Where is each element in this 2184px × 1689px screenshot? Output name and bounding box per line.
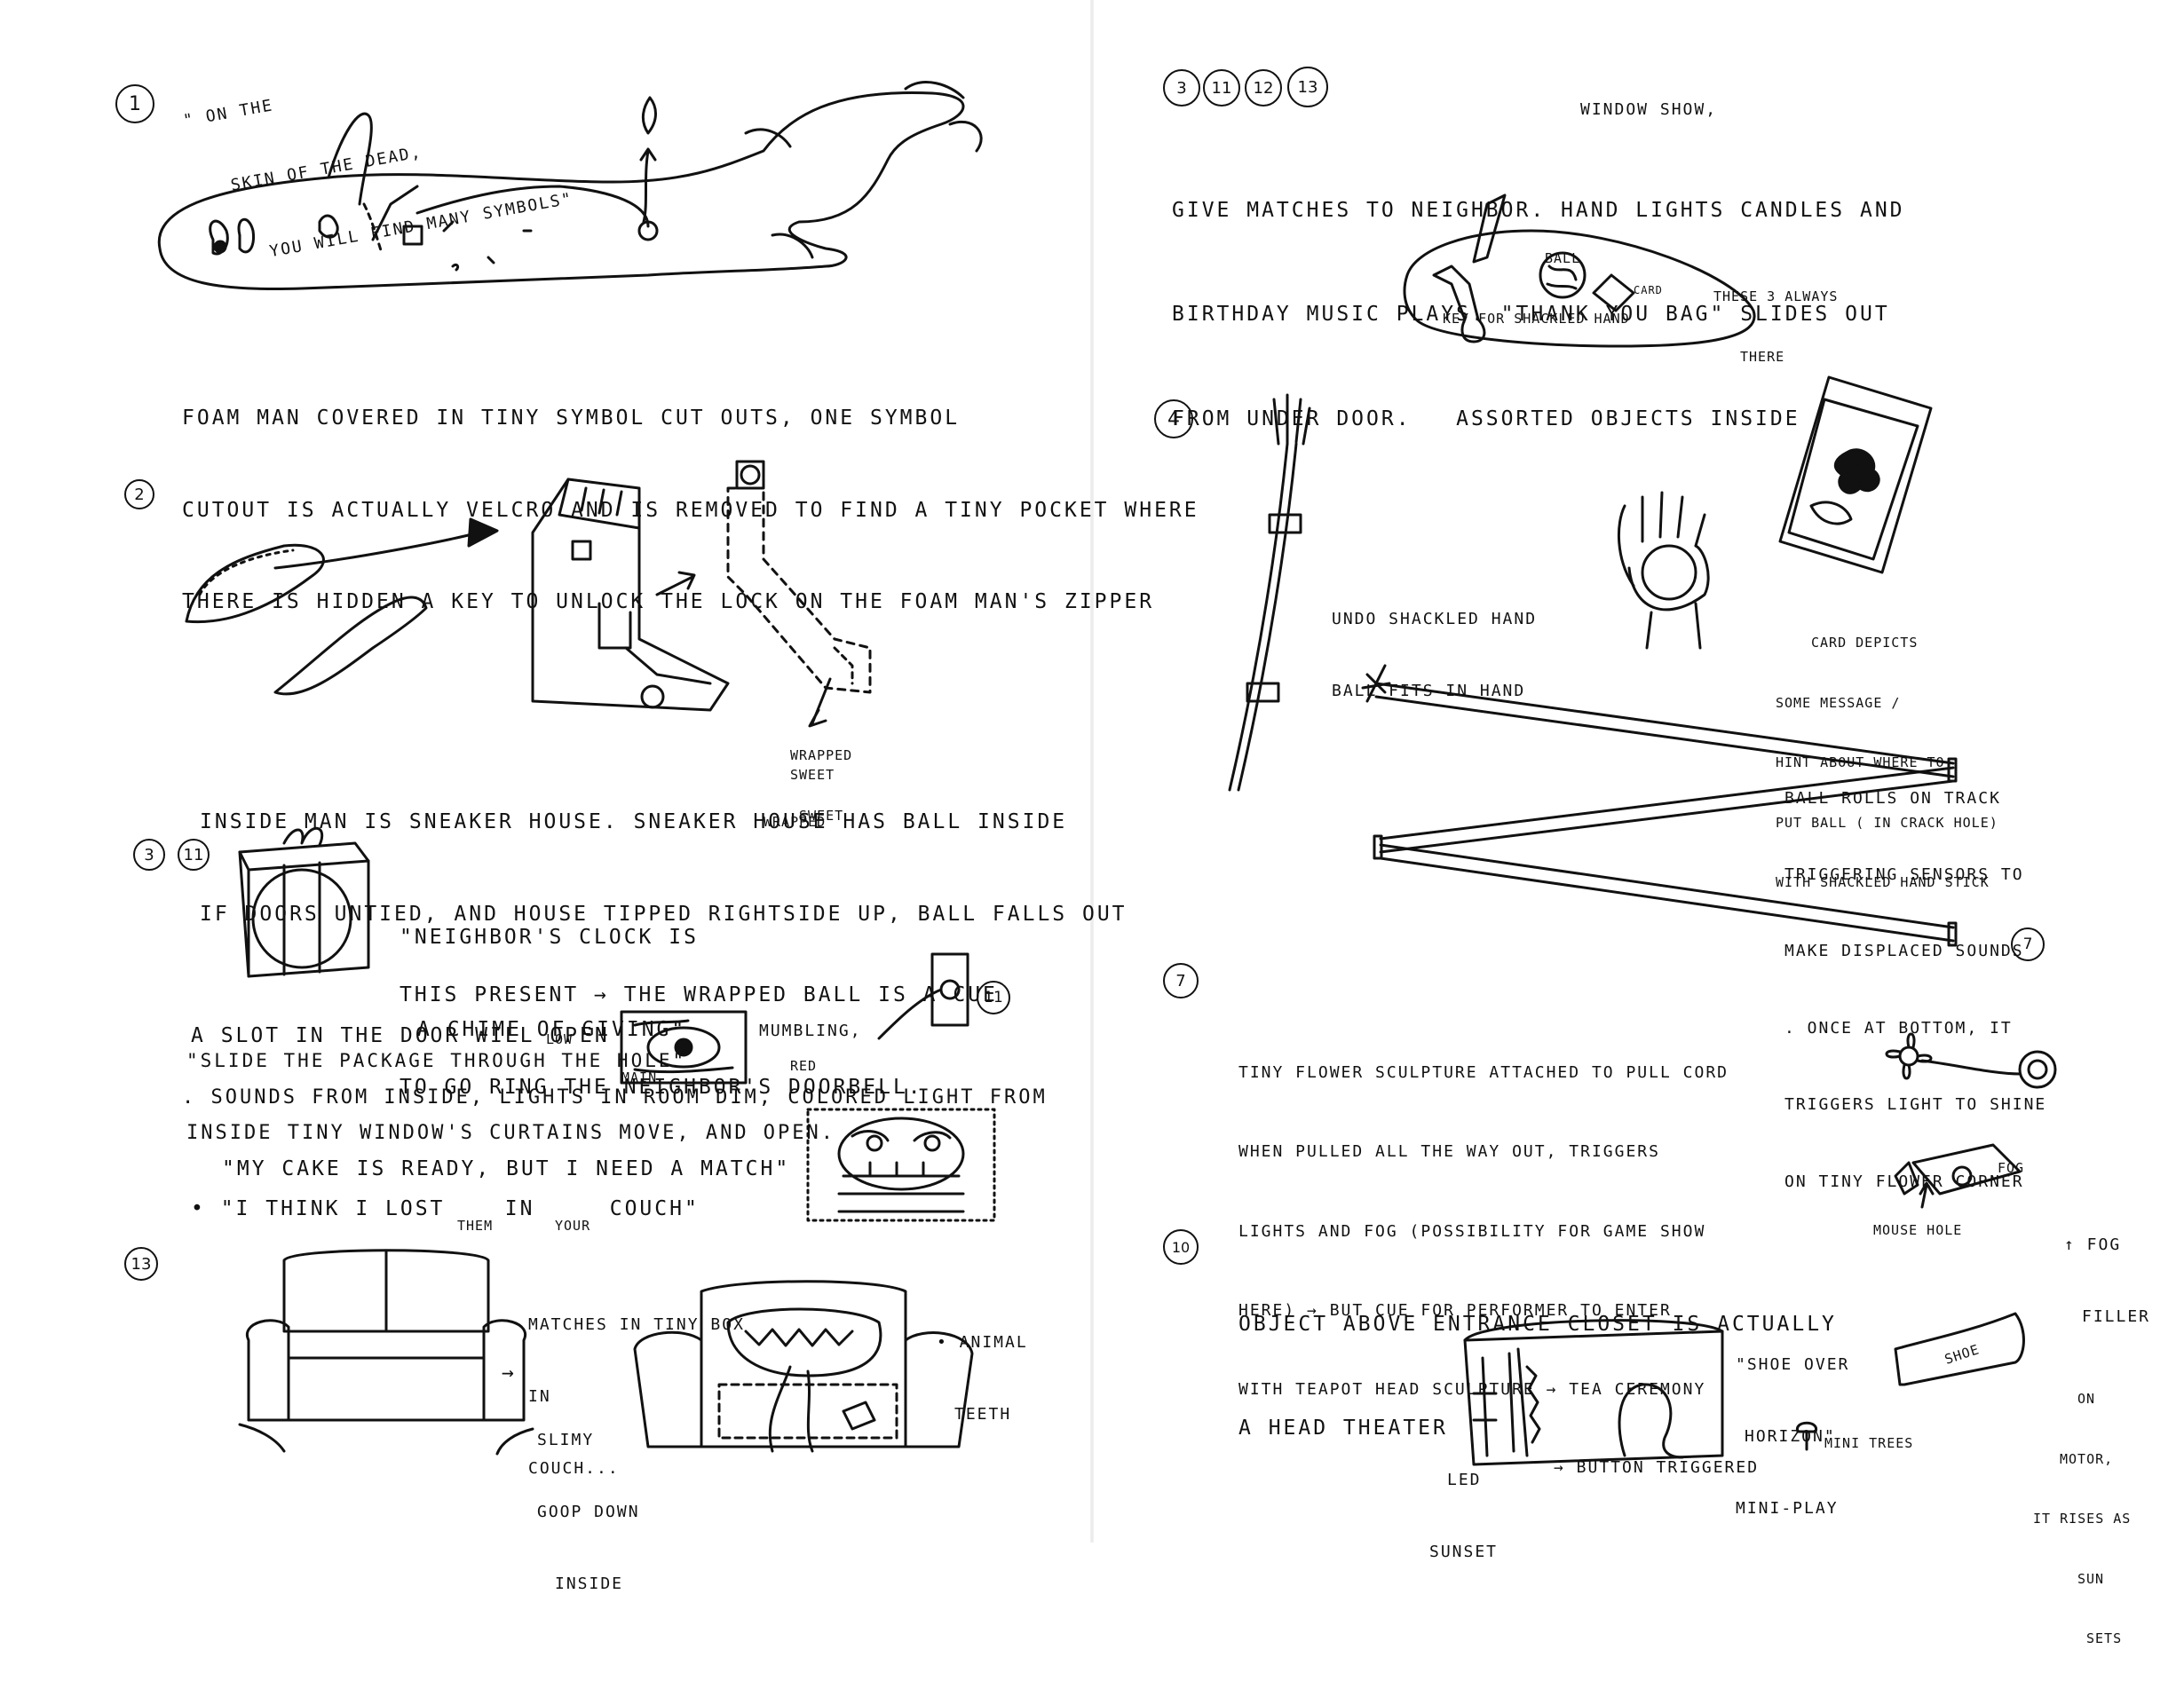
slot-open-text: A SLOT IN THE DOOR WILL OPEN xyxy=(191,1024,610,1047)
hand-with-ball-sketch xyxy=(1617,491,1710,650)
shackled-hand-stick-sketch xyxy=(1228,393,1311,792)
left-page: 1 " ON THE SKIN OF THE DEAD, YOU WILL FI… xyxy=(0,0,1197,1593)
section-number-13: 13 xyxy=(124,1247,158,1281)
lost-in-couch-quote: • "I THINK I LOST IN COUCH" xyxy=(191,1197,700,1220)
right-number-13: 13 xyxy=(1287,67,1328,107)
section-number-11: 11 xyxy=(178,839,210,871)
foam-man-sketch xyxy=(157,81,983,291)
sweet-insert: SWEET xyxy=(790,767,835,783)
red-insert: RED xyxy=(790,1058,818,1074)
foam-man-description: FOAM MAN COVERED IN TINY SYMBOL CUT OUTS… xyxy=(182,406,1199,613)
button-triggered-label: → BUTTON TRIGGERED xyxy=(1554,1458,1760,1477)
low-insert: LOW xyxy=(546,1031,574,1047)
section-number-2: 2 xyxy=(124,479,154,509)
couch-sketch xyxy=(238,1249,534,1456)
doorbell-sketch xyxy=(877,952,969,1040)
cake-ready-quote: "MY CAKE IS READY, BUT I NEED A MATCH" xyxy=(222,1157,791,1180)
key-for-shackled-hand-label: KEY FOR SHACKLED HAND xyxy=(1443,311,1630,327)
right-number-3: 3 xyxy=(1163,69,1200,107)
right-number-11: 11 xyxy=(1203,69,1240,107)
right-page: 3 11 12 13 WINDOW SHOW, GIVE MATCHES TO … xyxy=(1092,0,2184,1646)
head-theater-text: OBJECT ABOVE ENTRANCE CLOSET IS ACTUALLY… xyxy=(1238,1313,1837,1440)
section-number-3: 3 xyxy=(133,839,165,871)
hint-card-sketch xyxy=(1778,375,1933,574)
wrapped-sweet-label: WRAPPED SWEET xyxy=(790,747,853,824)
window-show-label: WINDOW SHOW, xyxy=(1580,100,1718,119)
present-cue-text: THIS PRESENT → THE WRAPPED BALL IS A CUE… xyxy=(400,983,998,1099)
section-number-10: 10 xyxy=(1163,1229,1199,1265)
couch-arrow: → xyxy=(502,1361,517,1385)
fog-filler-label: ↑ FOG FILLER xyxy=(2064,1235,2151,1326)
ball-label: BALL xyxy=(1545,250,1581,266)
led-sunset-label: LED SUNSET xyxy=(1429,1471,1499,1561)
main-insert: MAIN xyxy=(621,1069,658,1085)
thank-you-bag-sketch xyxy=(1403,193,1756,348)
page-gutter xyxy=(1090,0,1094,1543)
flower-fog-sketch xyxy=(1885,1032,2057,1209)
section-number-7: 7 xyxy=(1163,963,1199,998)
sounds-inside-text: . SOUNDS FROM INSIDE, LIGHTS IN ROOM DIM… xyxy=(182,1086,1048,1109)
shoe-sketch xyxy=(1894,1312,2025,1386)
door-slot-eye-sketch xyxy=(620,1010,748,1085)
present-box-sketch xyxy=(238,826,370,978)
section-number-1: 1 xyxy=(115,84,154,123)
shoe-over-horizon-quote: "SHOE OVER HORIZON" MINI-PLAY xyxy=(1736,1355,1850,1518)
sneaker-house-description: INSIDE MAN IS SNEAKER HOUSE. SNEAKER HOU… xyxy=(200,810,1128,926)
them-insert: THEM xyxy=(457,1218,494,1234)
head-theater-sketch xyxy=(1463,1319,1724,1466)
flower-corner-ref-7: 7 xyxy=(2011,927,2045,961)
section-number-4: 4 xyxy=(1154,399,1193,438)
mouse-hole-label: MOUSE HOLE xyxy=(1873,1222,1963,1238)
tiny-flower-text: TINY FLOWER SCULPTURE ATTACHED TO PULL C… xyxy=(1238,1063,1729,1399)
on-motor-text: ON MOTOR, IT RISES AS SUN SETS xyxy=(2033,1391,2132,1646)
ball-track-sketch xyxy=(1361,664,1958,947)
right-number-12: 12 xyxy=(1245,69,1282,107)
animal-teeth-label: • ANIMAL TEETH xyxy=(937,1333,1028,1424)
open-couch-sketch xyxy=(633,1280,974,1453)
mumbling-text: MUMBLING, xyxy=(759,1022,862,1040)
mini-tree-icon xyxy=(1796,1421,1817,1451)
neighbors-clock-quote: "NEIGHBOR'S CLOCK IS A CHIME OF GIVING" xyxy=(400,926,699,1041)
tiny-window-text: INSIDE TINY WINDOW'S CURTAINS MOVE, AND … xyxy=(186,1122,836,1144)
wrapped-insert: WRAPPED xyxy=(764,814,827,830)
card-depicts-text: CARD DEPICTS SOME MESSAGE / HINT ABOUT W… xyxy=(1776,635,1998,890)
cake-monster-sketch xyxy=(806,1108,996,1222)
slide-package-text: "SLIDE THE PACKAGE THROUGH THE HOLE" xyxy=(186,1050,687,1071)
matches-tiny-box-text: MATCHES IN TINY BOX IN COUCH... xyxy=(528,1315,745,1478)
these-3-always-there: THESE 3 ALWAYS THERE xyxy=(1713,288,1839,365)
mini-trees-label: MINI TREES xyxy=(1824,1435,1914,1451)
ball-rolls-text: BALL ROLLS ON TRACK TRIGGERING SENSORS T… xyxy=(1784,788,2047,1191)
sneaker-house-sketch xyxy=(185,460,872,728)
doorbell-number-11: 11 xyxy=(977,981,1010,1014)
fog-label: FOG xyxy=(1998,1160,2025,1176)
card-label: CARD xyxy=(1634,284,1663,296)
your-insert: YOUR xyxy=(555,1218,591,1234)
slimy-goop-text: SLIMY GOOP DOWN INSIDE xyxy=(537,1431,640,1593)
